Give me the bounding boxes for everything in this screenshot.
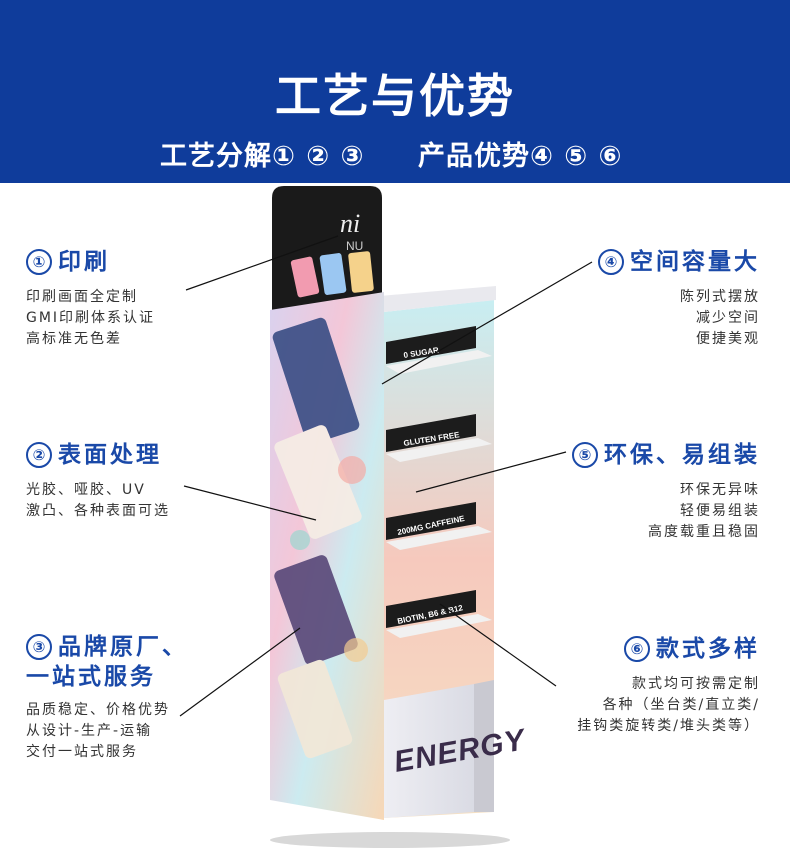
desc-line: 交付一站式服务 xyxy=(26,744,138,760)
shelf-3: 200MG CAFFEINE xyxy=(386,502,492,550)
feature-printing-title-text: 印刷 xyxy=(58,249,110,275)
desc-line: GMI印刷体系认证 xyxy=(26,310,156,326)
feature-service-desc: 品质稳定、价格优势 从设计-生产-运输 交付一站式服务 xyxy=(26,700,188,763)
desc-line: 轻便易组装 xyxy=(680,503,760,519)
feature-capacity-title-text: 空间容量大 xyxy=(630,249,760,275)
header-banner: 工艺与优势 工艺分解① ② ③ 产品优势④ ⑤ ⑥ xyxy=(0,0,790,183)
desc-line: 各种（坐台类/直立类/ xyxy=(602,697,760,713)
feature-service-title-line2: 一站式服务 xyxy=(26,664,156,690)
floor-shadow xyxy=(270,832,510,848)
side-can-graphics xyxy=(272,317,368,759)
base-box xyxy=(384,684,474,818)
leader-line-1 xyxy=(185,235,339,291)
number-badge-4: ④ xyxy=(598,249,624,275)
feature-styles-desc: 款式均可按需定制 各种（坐台类/直立类/ 挂钩类旋转类/堆头类等） xyxy=(577,674,760,737)
desc-line: 陈列式摆放 xyxy=(680,289,760,305)
desc-line: 便捷美观 xyxy=(696,331,760,347)
feature-surface-title-text: 表面处理 xyxy=(58,442,162,468)
subtitle-process: 工艺分解① ② ③ xyxy=(160,141,365,172)
header-logo: ni xyxy=(340,209,360,238)
desc-line: 印刷画面全定制 xyxy=(26,289,138,305)
header-logo-sub: NU xyxy=(346,239,363,253)
feature-service-title-text: 品牌原厂、 xyxy=(58,634,188,660)
desc-line: 减少空间 xyxy=(696,310,760,326)
feature-surface-desc: 光胶、哑胶、UV 激凸、各种表面可选 xyxy=(26,480,170,522)
feature-styles-title-text: 款式多样 xyxy=(656,636,760,662)
leader-line-5 xyxy=(415,451,567,493)
leader-line-6 xyxy=(439,603,557,687)
desc-line: 款式均可按需定制 xyxy=(632,676,760,692)
leader-line-4 xyxy=(381,261,593,385)
desc-line: 品质稳定、价格优势 xyxy=(26,702,170,718)
number-badge-2: ② xyxy=(26,442,52,468)
desc-line: 激凸、各种表面可选 xyxy=(26,503,170,519)
leader-lines xyxy=(179,235,593,717)
desc-line: 从设计-生产-运输 xyxy=(26,723,153,739)
feature-printing-desc: 印刷画面全定制 GMI印刷体系认证 高标准无色差 xyxy=(26,287,155,350)
number-badge-5: ⑤ xyxy=(572,442,598,468)
shelf-2: GLUTEN FREE xyxy=(386,414,492,462)
feature-eco-title-text: 环保、易组装 xyxy=(604,442,760,468)
header-cans xyxy=(290,251,374,298)
desc-line: 光胶、哑胶、UV xyxy=(26,482,146,498)
leader-line-3 xyxy=(179,627,301,717)
desc-line: 高标准无色差 xyxy=(26,331,122,347)
desc-line: 高度载重且稳固 xyxy=(648,524,760,540)
number-badge-6: ⑥ xyxy=(624,636,650,662)
desc-line: 环保无异味 xyxy=(680,482,760,498)
subtitle-advantages: 产品优势④ ⑤ ⑥ xyxy=(418,141,623,172)
number-badge-3: ③ xyxy=(26,634,52,660)
feature-eco-desc: 环保无异味 轻便易组装 高度载重且稳固 xyxy=(572,480,760,543)
page-title: 工艺与优势 xyxy=(275,69,515,123)
desc-line: 挂钩类旋转类/堆头类等） xyxy=(577,718,760,734)
display-top-lip xyxy=(380,286,496,312)
feature-capacity-desc: 陈列式摆放 减少空间 便捷美观 xyxy=(598,287,760,350)
shelf-1: 0 SUGAR xyxy=(386,326,492,374)
leader-line-2 xyxy=(183,485,317,521)
number-badge-1: ① xyxy=(26,249,52,275)
